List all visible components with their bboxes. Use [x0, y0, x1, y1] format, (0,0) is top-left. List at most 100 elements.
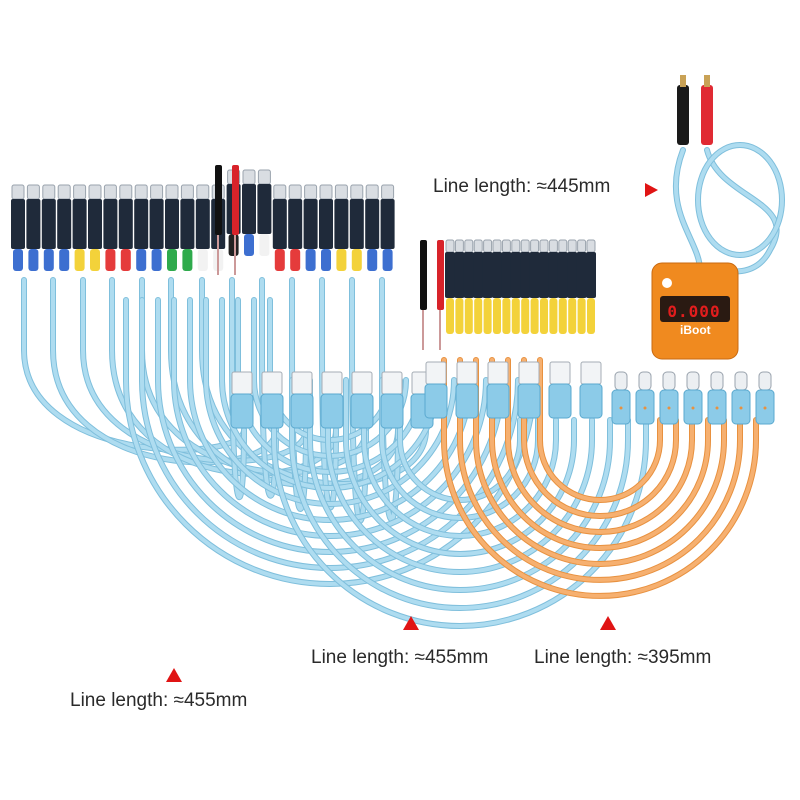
phone-connector-9	[149, 184, 164, 271]
mid-connector-board	[482, 252, 493, 298]
connector-sleeve	[336, 249, 347, 271]
usb-c-dot	[715, 406, 719, 410]
mid-connector-tip	[454, 239, 464, 253]
left-phone-connectors	[11, 165, 444, 350]
mid-connector-tip	[464, 239, 474, 253]
mid-connector-tip	[577, 239, 587, 253]
usb-c-plug-0	[611, 371, 631, 425]
mid-connector-tip	[530, 239, 540, 253]
connector-tip	[180, 184, 194, 200]
usb-c-dot	[739, 406, 743, 410]
cable-orange-core-3	[490, 358, 710, 550]
connector-board	[257, 184, 272, 234]
banana-tip-red	[704, 75, 710, 87]
mid-connector-board	[520, 252, 531, 298]
connector-tip	[257, 169, 271, 185]
mid-connector-sleeve	[464, 298, 473, 334]
mid-connector-sleeve	[493, 298, 501, 334]
mid-connector-sleeve	[483, 298, 492, 334]
usb-c-metal	[614, 371, 628, 391]
connector-tip	[134, 184, 148, 200]
marker-arrow-left	[166, 668, 182, 682]
device-brand-label: iBoot	[680, 323, 711, 337]
usb-a-plug-3	[320, 371, 344, 429]
middle-cable-arcs	[271, 377, 649, 629]
mid-connector-tip	[539, 239, 549, 253]
mid-connector-11	[548, 239, 559, 334]
mid-connector-2	[463, 239, 474, 334]
connector-sleeve	[244, 234, 254, 256]
mid-connector-sleeve	[455, 298, 464, 334]
usb-a-plug-10	[517, 361, 541, 419]
connector-board	[303, 199, 318, 249]
mid-connector-8	[520, 239, 531, 334]
marker-arrow-right	[645, 183, 658, 197]
mid-connector-board	[463, 252, 474, 298]
usb-a-metal	[261, 371, 283, 395]
connector-board	[41, 199, 56, 249]
connector-sleeve	[74, 249, 85, 271]
phone-connector-5	[88, 184, 102, 271]
connector-board	[88, 199, 102, 249]
connector-board	[288, 199, 303, 249]
mid-connector-board	[586, 252, 596, 298]
cable-orange-core-5	[458, 358, 742, 582]
connector-tip	[288, 184, 302, 200]
marker-arrow-middle	[403, 616, 419, 630]
cable-loop-7-core	[156, 298, 504, 554]
connector-board	[57, 199, 72, 249]
power-lead-1-core	[673, 148, 702, 272]
usb-a-metal	[456, 361, 478, 385]
connector-sleeve	[274, 249, 285, 271]
clip-body	[215, 165, 222, 235]
phone-connector-17	[272, 184, 287, 271]
connector-board	[72, 199, 87, 249]
connector-board	[334, 199, 349, 249]
mid-connector-tip	[445, 239, 455, 253]
mid-connector-10	[539, 239, 549, 334]
cable-orange-core-2	[506, 358, 694, 534]
cable-loop-5-core	[188, 298, 472, 522]
connector-tip	[57, 184, 71, 200]
mid-connector-tip	[558, 239, 568, 253]
connector-sleeve	[182, 249, 193, 271]
connector-tip	[273, 184, 287, 200]
connector-tip	[304, 184, 318, 200]
mid-connector-board	[576, 252, 587, 298]
phone-connector-7	[118, 184, 133, 271]
mid-connector-board	[567, 252, 578, 298]
connector-board	[242, 184, 256, 234]
mid-connector-tip	[567, 239, 577, 253]
mid-connector-sleeve	[530, 298, 539, 334]
phone-connector-4	[72, 184, 87, 271]
connector-board	[272, 199, 287, 249]
usb-a-plug-9	[486, 361, 510, 419]
connector-sleeve	[105, 249, 116, 271]
usb-a-housing	[230, 393, 254, 429]
usb-a-housing	[517, 383, 541, 419]
mid-connector-sleeve	[577, 298, 586, 334]
usb-a-metal	[321, 371, 343, 395]
mid-connector-board	[510, 252, 521, 298]
phone-connector-15	[242, 169, 256, 256]
phone-connector-0	[11, 184, 25, 271]
usb-a-metal	[487, 361, 509, 385]
usb-c-plug-6	[755, 371, 775, 425]
callout-length-top: Line length: ≈445mm	[433, 176, 611, 197]
mid-connector-sleeve	[474, 298, 483, 334]
connector-sleeve	[120, 249, 131, 271]
usb-c-dot	[691, 406, 695, 410]
connector-sleeve	[136, 249, 147, 271]
connector-tip	[334, 184, 348, 200]
usb-c-metal	[758, 371, 772, 391]
mid-connector-board	[501, 252, 512, 298]
usb-a-metal	[580, 361, 602, 385]
usb-a-housing	[548, 383, 572, 419]
usb-a-metal	[291, 371, 313, 395]
phone-connector-23	[365, 184, 380, 271]
usb-a-housing	[380, 393, 404, 429]
usb-c-metal	[734, 371, 748, 391]
clip-body	[420, 240, 427, 310]
connector-board	[118, 199, 133, 249]
